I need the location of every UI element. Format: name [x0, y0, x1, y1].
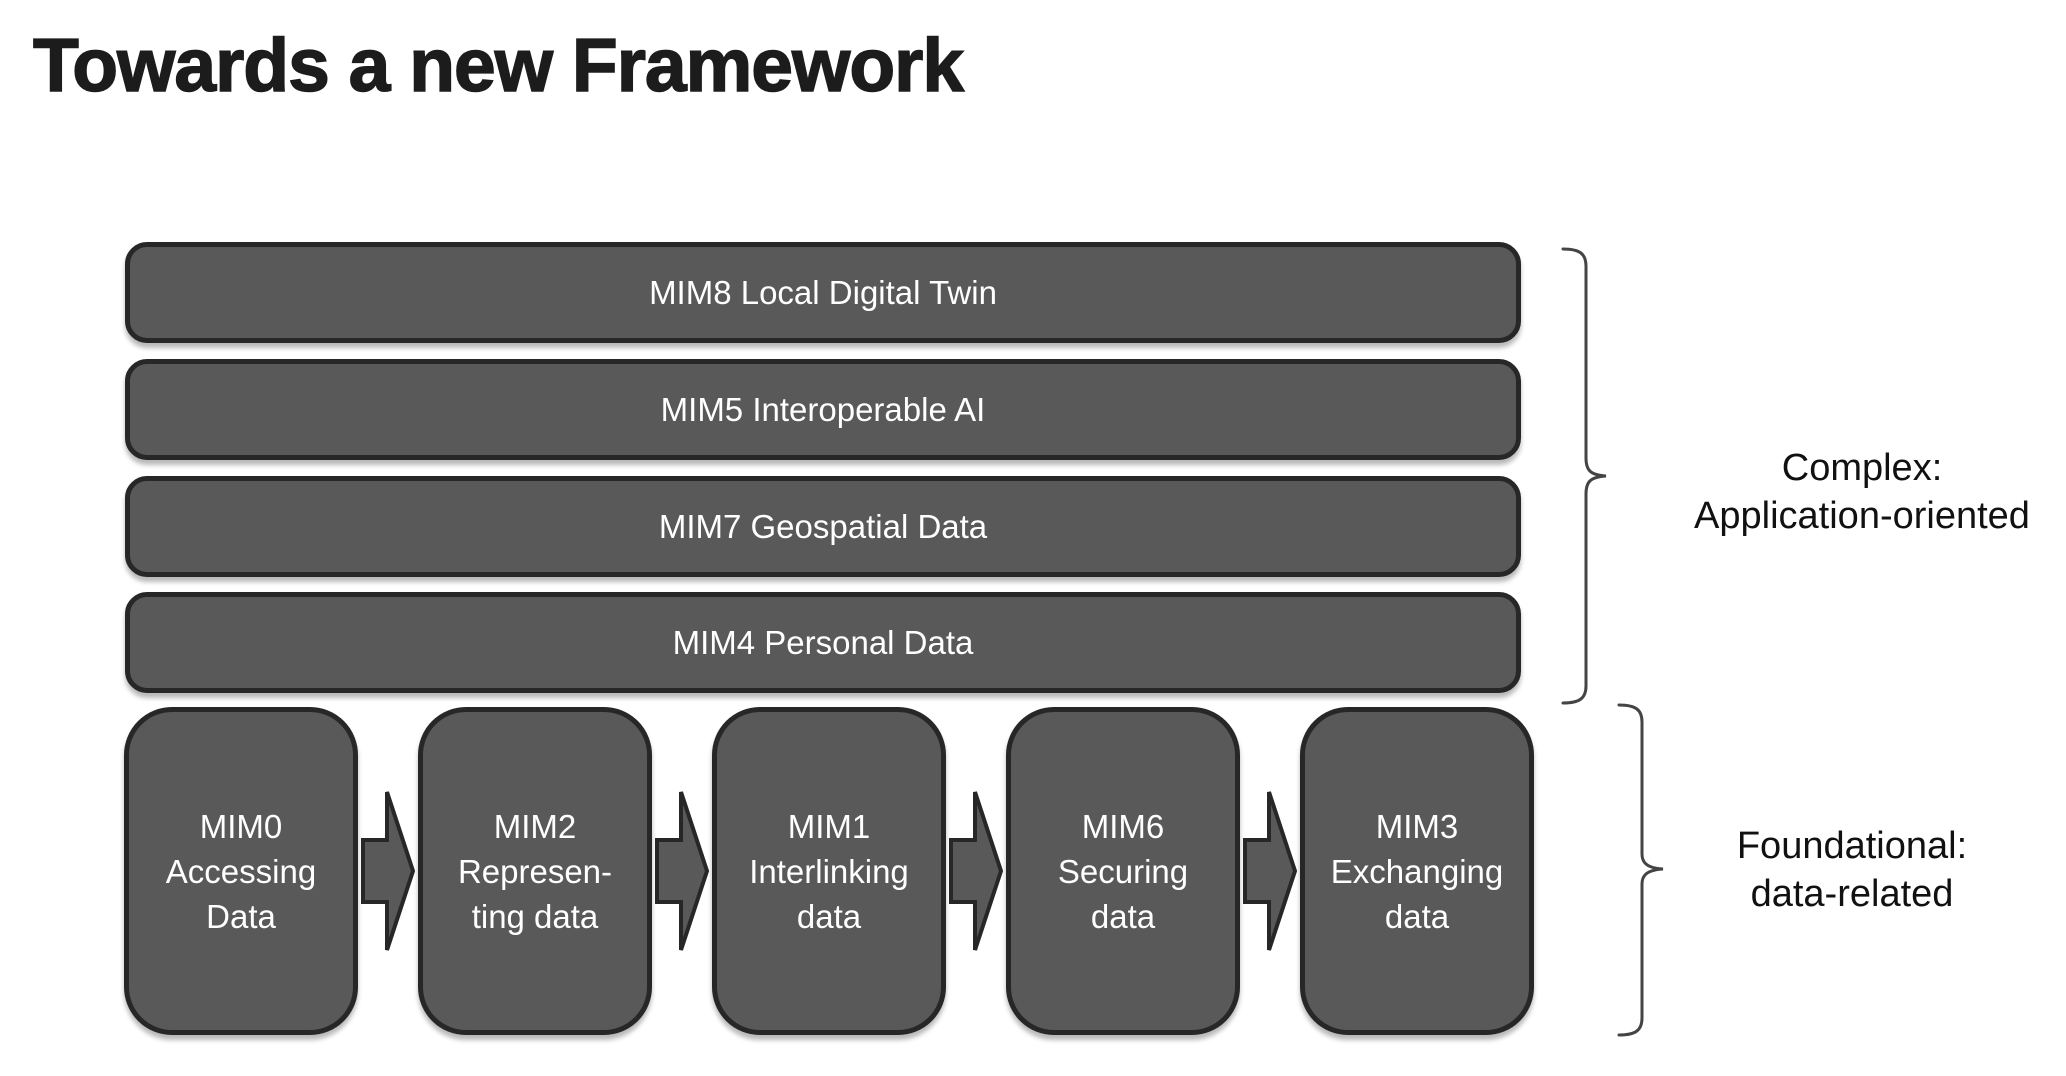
step-box-mim0: MIM0 Accessing Data [124, 707, 358, 1035]
step-box-mim3: MIM3 Exchanging data [1300, 707, 1534, 1035]
flow-arrow-icon [949, 791, 1003, 951]
step-box-mim1: MIM1 Interlinking data [712, 707, 946, 1035]
layer-bar-mim7: MIM7 Geospatial Data [125, 476, 1521, 577]
layer-bar-mim8: MIM8 Local Digital Twin [125, 242, 1521, 343]
page-title: Towards a new Framework [32, 22, 965, 108]
foundational-group-label: Foundational: data-related [1736, 825, 1968, 915]
flow-arrow-icon [361, 791, 415, 951]
layer-bar-mim4: MIM4 Personal Data [125, 592, 1521, 693]
step-box-mim2: MIM2 Represen- ting data [418, 707, 652, 1035]
flow-arrow-icon [655, 791, 709, 951]
complex-group-label: Complex: Application-oriented [1694, 447, 2030, 537]
foundational-group-brace-icon [1617, 703, 1664, 1037]
step-box-mim6: MIM6 Securing data [1006, 707, 1240, 1035]
flow-arrow-icon [1243, 791, 1297, 951]
complex-group-brace-icon [1561, 247, 1607, 705]
layer-bar-mim5: MIM5 Interoperable AI [125, 359, 1521, 460]
